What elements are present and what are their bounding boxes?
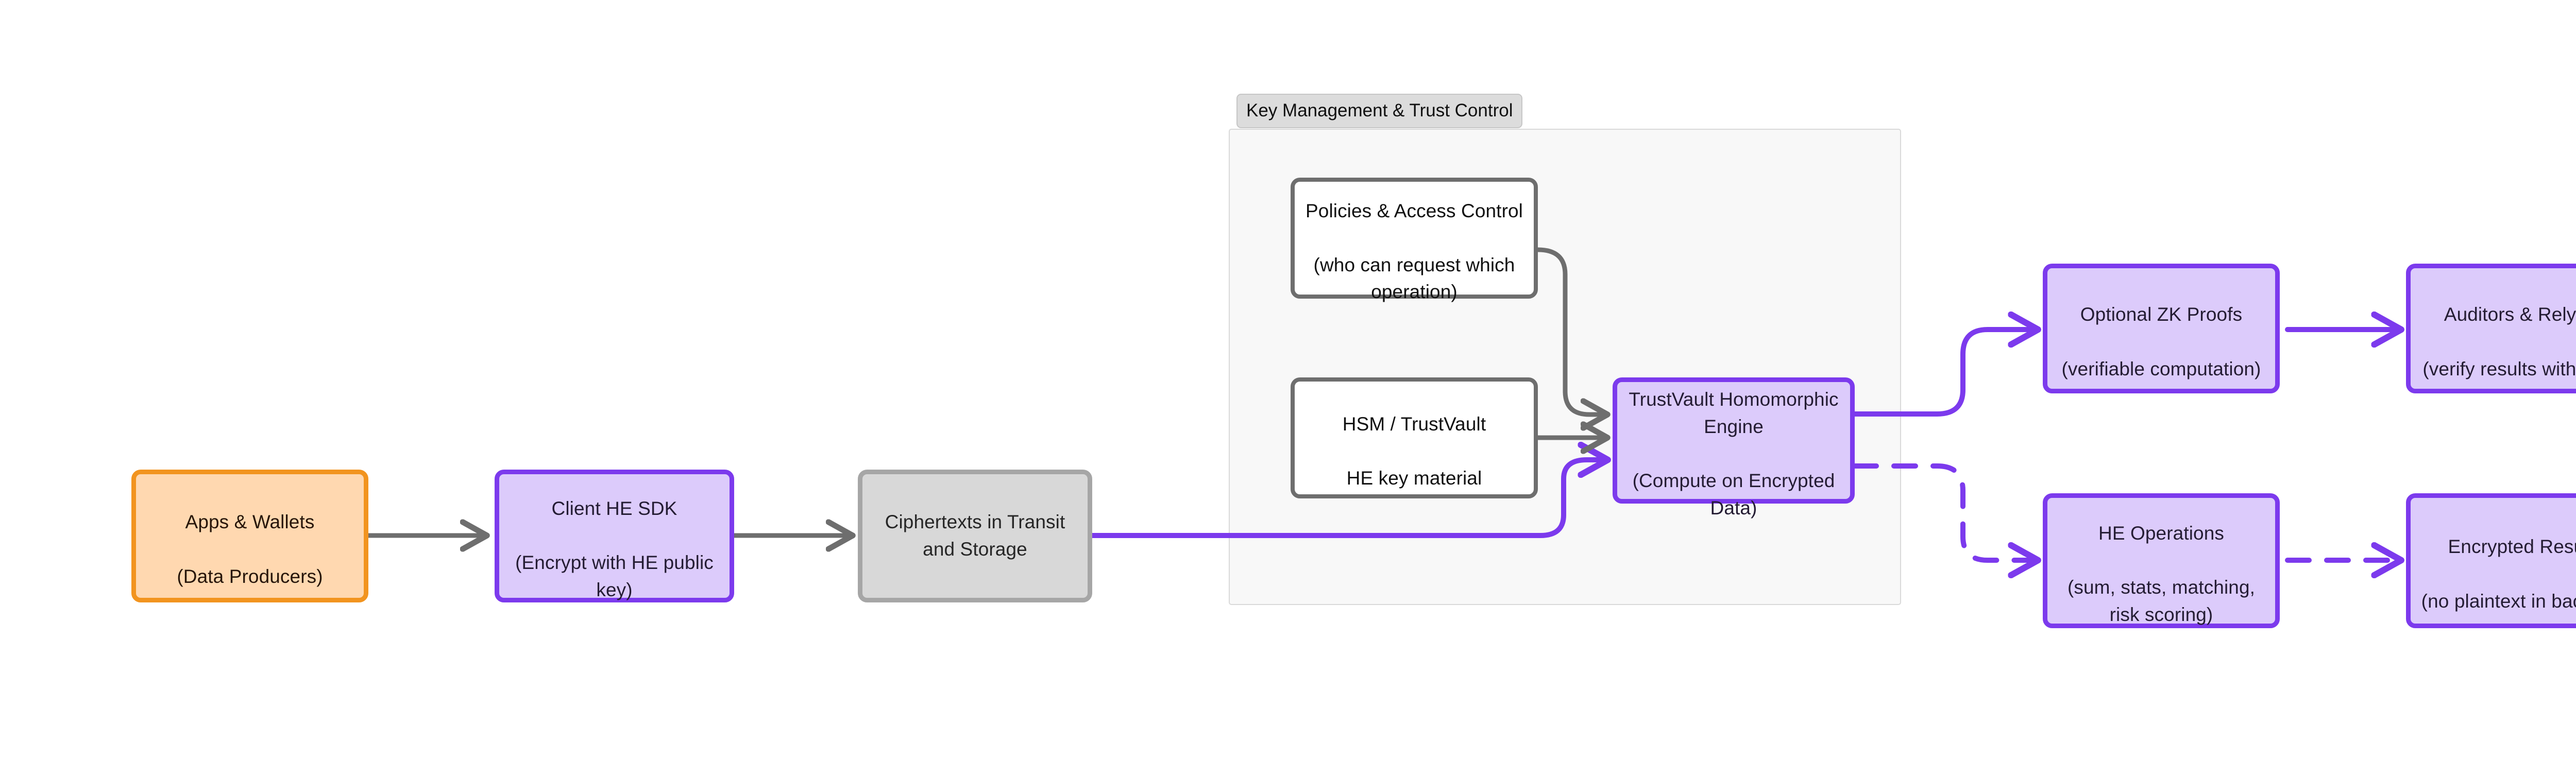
node-zk-proofs-line1: Optional ZK Proofs xyxy=(2080,304,2243,325)
node-client-he-sdk-line2: (Encrypt with HE public key) xyxy=(515,552,714,600)
node-auditors-label: Auditors & Relying Parties (verify resul… xyxy=(2422,274,2576,383)
node-encrypted-results-line1: Encrypted Results xyxy=(2448,536,2576,558)
node-he-operations-label: HE Operations (sum, stats, matching, ris… xyxy=(2057,493,2266,629)
node-zk-proofs-label: Optional ZK Proofs (verifiable computati… xyxy=(2062,274,2261,383)
subgraph-label-key-management: Key Management & Trust Control xyxy=(1236,94,1523,128)
node-policies-line1: Policies & Access Control xyxy=(1305,200,1523,221)
node-ciphertexts-label: Ciphertexts in Transit and Storage xyxy=(885,511,1065,560)
node-engine-line1: TrustVault Homomorphic Engine xyxy=(1629,389,1839,437)
node-apps-wallets-line1: Apps & Wallets xyxy=(185,511,315,533)
node-client-he-sdk-line1: Client HE SDK xyxy=(551,498,677,520)
node-optional-zk-proofs[interactable]: Optional ZK Proofs (verifiable computati… xyxy=(2043,264,2280,393)
node-policies-line2: (who can request which operation) xyxy=(1313,254,1515,303)
node-hsm-trustvault[interactable]: HSM / TrustVault HE key material xyxy=(1291,377,1538,498)
node-he-operations-line2: (sum, stats, matching, risk scoring) xyxy=(2067,577,2256,625)
node-engine-line2: (Compute on Encrypted Data) xyxy=(1632,470,1835,519)
node-auditors-line1: Auditors & Relying Parties xyxy=(2444,304,2576,325)
node-client-he-sdk-label: Client HE SDK (Encrypt with HE public ke… xyxy=(509,469,720,604)
node-policies-access-control-label: Policies & Access Control (who can reque… xyxy=(1304,170,1524,306)
node-zk-proofs-line2: (verifiable computation) xyxy=(2061,358,2261,379)
node-apps-wallets-line2: (Data Producers) xyxy=(177,565,323,587)
node-encrypted-results-label: Encrypted Results (no plaintext in backe… xyxy=(2421,507,2576,615)
node-encrypted-results-line2: (no plaintext in backend) xyxy=(2421,590,2576,612)
node-encrypted-results[interactable]: Encrypted Results (no plaintext in backe… xyxy=(2406,493,2576,628)
node-he-operations-line1: HE Operations xyxy=(2098,523,2224,544)
node-engine-label: TrustVault Homomorphic Engine (Compute o… xyxy=(1626,359,1841,522)
node-hsm-trustvault-label: HSM / TrustVault HE key material xyxy=(1343,384,1486,492)
node-auditors-relying-parties[interactable]: Auditors & Relying Parties (verify resul… xyxy=(2406,264,2576,393)
node-apps-wallets[interactable]: Apps & Wallets (Data Producers) xyxy=(131,470,368,602)
node-hsm-line1: HSM / TrustVault xyxy=(1342,413,1486,435)
node-trustvault-homomorphic-engine[interactable]: TrustVault Homomorphic Engine (Compute o… xyxy=(1613,377,1855,519)
node-policies-access-control[interactable]: Policies & Access Control (who can reque… xyxy=(1291,178,1538,302)
node-hsm-line2: HE key material xyxy=(1346,468,1482,489)
node-client-he-sdk[interactable]: Client HE SDK (Encrypt with HE public ke… xyxy=(495,470,734,602)
node-apps-wallets-label: Apps & Wallets (Data Producers) xyxy=(177,482,323,590)
node-he-operations[interactable]: HE Operations (sum, stats, matching, ris… xyxy=(2043,493,2280,628)
node-ciphertexts[interactable]: Ciphertexts in Transit and Storage xyxy=(858,470,1092,602)
node-auditors-line2: (verify results without raw data) xyxy=(2422,358,2576,379)
